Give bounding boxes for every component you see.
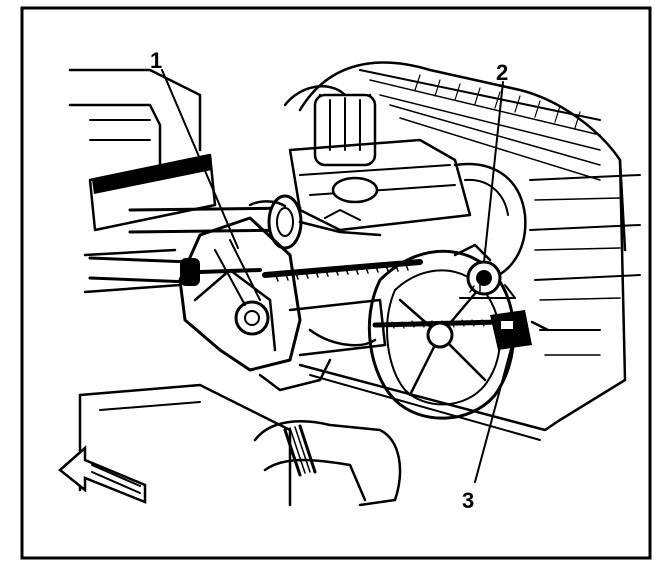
leader-lines [161,69,513,483]
mounting-nut [459,260,516,299]
mounting-bracket [178,216,332,392]
arrow-left-icon [58,445,147,504]
callout-3: 3 [462,488,474,513]
throttle-cam [367,243,516,420]
lower-housing [288,298,562,441]
engine-housing [298,61,641,422]
cable-clip [490,310,550,350]
leader-line-3 [474,344,513,483]
callout-1: 1 [150,48,162,73]
left-housing [68,68,217,294]
leader-line-2 [483,81,504,263]
leader-line-1 [161,69,239,249]
intake-assembly [283,85,527,282]
callout-2: 2 [496,60,508,85]
